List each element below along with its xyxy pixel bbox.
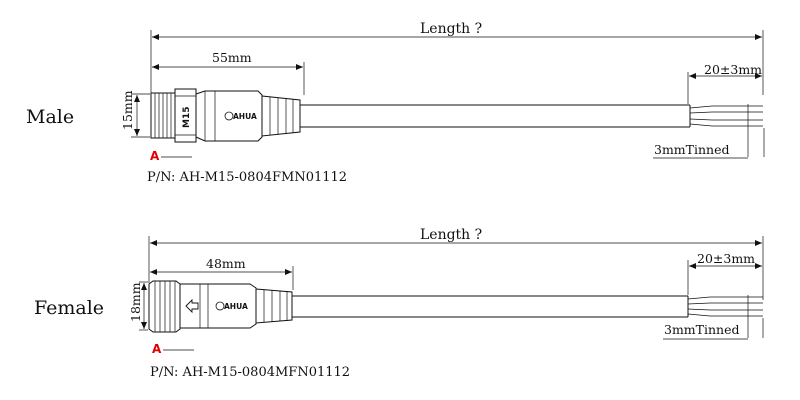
arrow-icon [185,298,199,314]
female-diagram: Female Length ? 48mm 18mm [34,227,764,380]
male-length-label: Length ? [420,21,482,37]
male-diameter-dimension: 15mm [120,90,150,138]
male-connector: M15 AHUA [150,88,301,143]
female-label: Female [34,297,104,319]
female-part-number: P/N: AH-M15-0804MFN01112 [150,365,350,380]
male-brand: AHUA [233,112,257,121]
female-brand: AHUA [224,302,248,311]
male-section-marker: A [150,149,192,163]
male-tinned-label: 3mmTinned [654,142,730,157]
male-diagram: Male Length ? 55mm 15mm [26,21,765,185]
female-section-marker: A [152,342,194,356]
female-tinned-dimension: 3mmTinned [663,318,764,340]
male-label: Male [26,106,74,128]
female-wires [687,295,763,318]
male-diameter-label: 15mm [120,90,135,130]
male-cable [300,104,691,128]
female-diameter-dimension: 18mm [128,281,148,331]
female-strip-dimension: 20±3mm [687,251,762,295]
male-wires [689,104,763,128]
female-diameter-label: 18mm [128,282,143,322]
female-strip-label: 20±3mm [697,251,755,266]
male-tinned-dimension: 3mmTinned [653,128,765,159]
male-part-number: P/N: AH-M15-0804FMN01112 [147,170,347,185]
female-cable [292,295,689,318]
male-connector-length-label: 55mm [212,50,252,65]
male-section-letter: A [150,149,160,163]
female-brand-logo: AHUA [215,301,248,311]
male-brand-logo: AHUA [224,111,257,121]
male-connector-length-dimension: 55mm [152,50,305,95]
male-length-dimension: Length ? [150,21,764,95]
male-strip-dimension: 20±3mm [687,62,762,104]
female-section-letter: A [152,342,162,356]
female-length-dimension: Length ? [148,227,764,300]
male-thread-label: M15 [182,107,192,128]
female-connector-length-label: 48mm [206,256,246,271]
female-length-label: Length ? [420,227,482,243]
female-connector: AHUA [148,280,293,333]
male-strip-label: 20±3mm [704,62,762,77]
female-connector-length-dimension: 48mm [150,256,294,290]
female-tinned-label: 3mmTinned [664,322,740,337]
